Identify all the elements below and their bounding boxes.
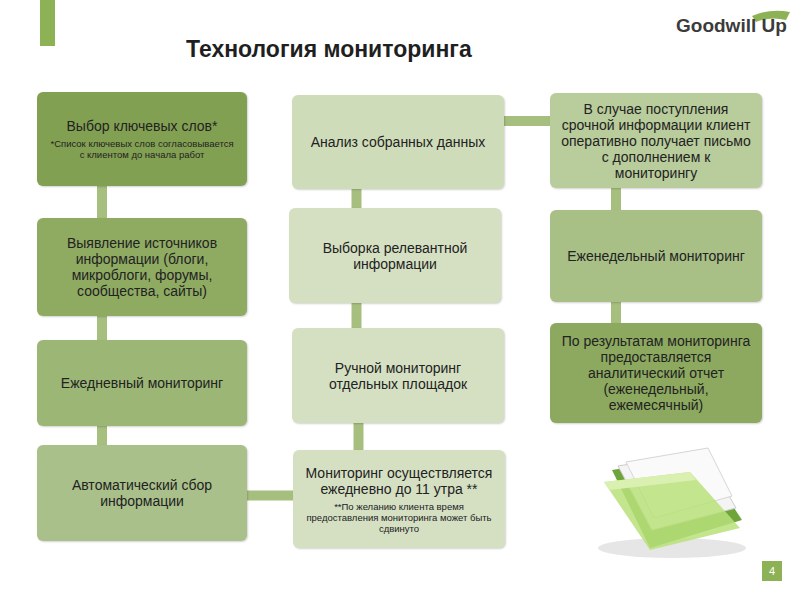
box-text: По результатам мониторинга предоставляет… <box>560 333 752 413</box>
connector-bar <box>97 186 107 218</box>
connector-bar <box>352 303 362 328</box>
process-box: Выявление источников информации (блоги, … <box>37 218 247 316</box>
accent-bar <box>40 0 55 46</box>
connector-bar <box>97 316 107 340</box>
footnote-text: *Список ключевых слов согласовывается с … <box>47 138 237 160</box>
box-text: Выявление источников информации (блоги, … <box>47 235 237 299</box>
process-box: Ежедневный мониторинг <box>37 340 247 426</box>
slide-title: Технология мониторинга <box>186 36 472 63</box>
process-box: Анализ собранных данных <box>292 95 504 189</box>
connector-bar <box>97 426 107 445</box>
connector-bar <box>354 423 364 450</box>
connector-bar <box>611 302 621 323</box>
process-box: По результатам мониторинга предоставляет… <box>550 323 762 423</box>
folder-illustration <box>598 448 746 558</box>
process-box: Ручной мониторинг отдельных площадок <box>292 328 504 423</box>
page-number: 4 <box>762 561 782 581</box>
box-text: Мониторинг осуществляется ежедневно до 1… <box>303 465 495 497</box>
box-text: Анализ собранных данных <box>311 134 486 150</box>
brand-logo: Goodwill Up <box>676 15 787 37</box>
process-box: Еженедельный мониторинг <box>550 210 762 302</box>
process-box: Выбор ключевых слов* *Список ключевых сло… <box>37 92 247 186</box>
box-text: Ежедневный мониторинг <box>61 375 223 391</box>
footnote-text: **По желанию клиента время предоставлени… <box>303 501 495 534</box>
connector-bar <box>611 188 621 210</box>
process-box: Выборка релевантной информации <box>289 208 501 303</box>
connector-bar <box>247 491 293 501</box>
box-text: Еженедельный мониторинг <box>567 248 745 264</box>
box-text: В случае поступления срочной информации … <box>560 101 752 181</box>
box-text: Выборка релевантной информации <box>299 240 491 272</box>
process-box: В случае поступления срочной информации … <box>550 93 762 188</box>
process-box: Мониторинг осуществляется ежедневно до 1… <box>293 450 505 548</box>
connector-bar <box>504 116 550 126</box>
process-box: Автоматический сбор информации <box>37 445 247 541</box>
connector-bar <box>352 189 362 208</box>
box-text: Автоматический сбор информации <box>47 477 237 509</box>
box-text: Выбор ключевых слов* <box>67 118 218 134</box>
box-text: Ручной мониторинг отдельных площадок <box>302 360 494 392</box>
